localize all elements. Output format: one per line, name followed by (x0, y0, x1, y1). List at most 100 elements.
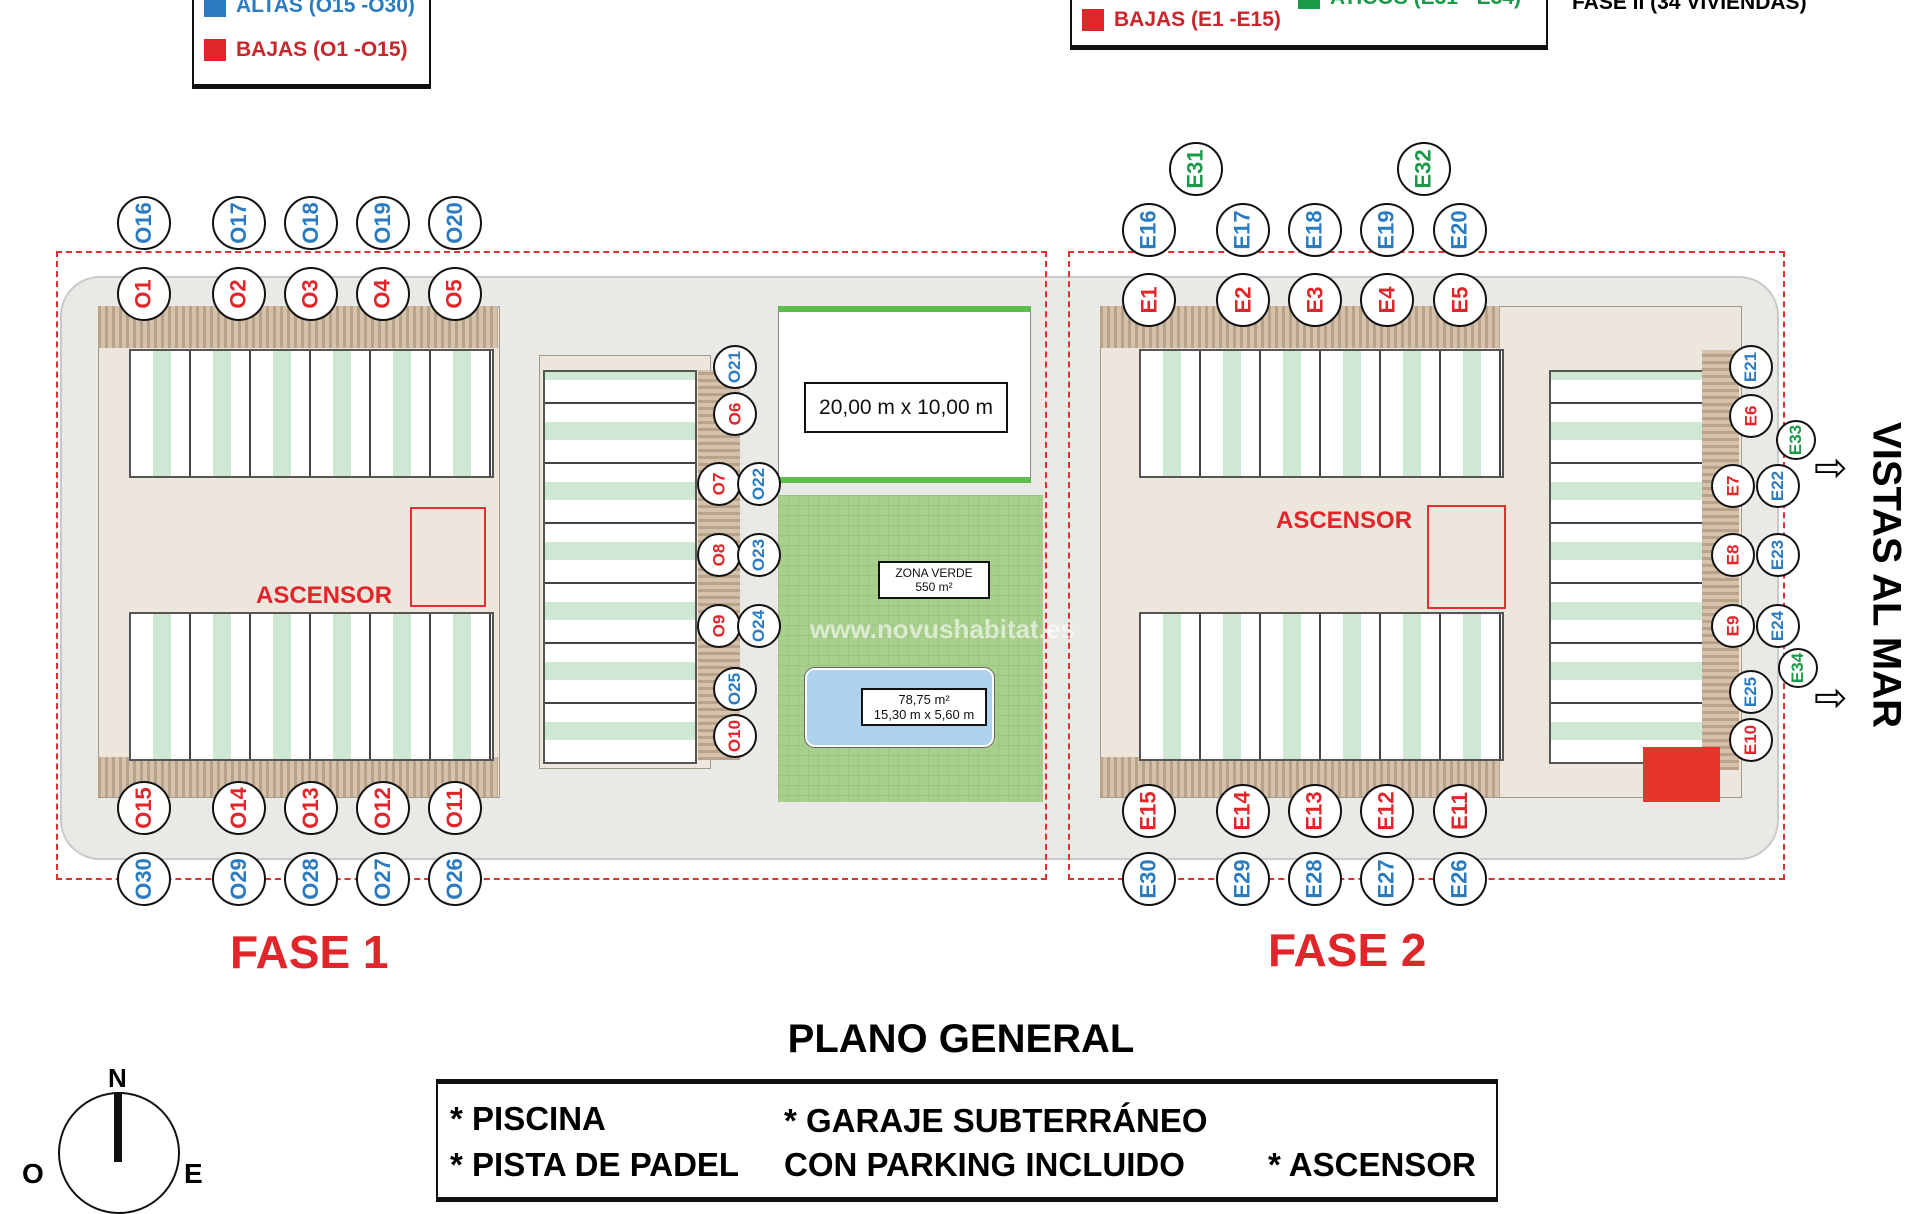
unit-label: O20 (442, 202, 467, 244)
unit-marker-e5: E5 (1433, 273, 1487, 327)
unit-marker-e31: E31 (1169, 142, 1223, 196)
unit-label: O4 (369, 279, 395, 309)
legend-aticos-label: ATICOS (E31 - E34) (1330, 0, 1521, 10)
fase1-units-south (129, 612, 494, 761)
unit-marker-e26: E26 (1433, 852, 1487, 906)
elevator-1 (410, 507, 486, 607)
padel-label: 20,00 m x 10,00 m (804, 382, 1008, 433)
unit-marker-e17: E17 (1216, 203, 1270, 257)
unit-label: E31 (1183, 149, 1208, 189)
legend-altas: ALTAS (O15 -O30) (204, 0, 415, 18)
unit-label: O25 (724, 672, 744, 706)
unit-marker-e2: E2 (1216, 273, 1270, 327)
unit-marker-o2: O2 (212, 267, 266, 321)
unit-label: E34 (1788, 652, 1807, 684)
unit-label: O29 (226, 858, 251, 900)
unit-marker-e19: E19 (1360, 203, 1414, 257)
unit-label: O3 (297, 279, 323, 309)
fase1-label: FASE 1 (230, 926, 389, 978)
unit-label: O6 (725, 402, 744, 426)
zona-verde-title: ZONA VERDE (895, 566, 973, 580)
unit-marker-o1: O1 (117, 267, 171, 321)
fase1-units-north (129, 349, 494, 478)
unit-marker-o11: O11 (428, 781, 482, 835)
feature-piscina: * PISCINA (450, 1100, 606, 1137)
unit-label: E2 (1229, 286, 1255, 314)
unit-marker-e30: E30 (1122, 852, 1176, 906)
compass-o: O (22, 1158, 44, 1189)
unit-marker-e33: E33 (1776, 420, 1816, 460)
unit-marker-o22: O22 (737, 462, 781, 506)
bajas-swatch (1082, 9, 1104, 31)
unit-marker-o25: O25 (713, 667, 757, 711)
unit-label: E11 (1447, 792, 1472, 830)
legend-fase1: ALTAS (O15 -O30) BAJAS (O1 -O15) (192, 0, 431, 89)
unit-marker-o30: O30 (117, 852, 171, 906)
compass-n: N (108, 1063, 127, 1093)
unit-marker-o15: O15 (117, 781, 171, 835)
arrow-right-icon: ⇨ (1814, 446, 1848, 490)
unit-label: O22 (748, 467, 768, 501)
unit-marker-o9: O9 (697, 604, 741, 648)
pool-dims: 15,30 m x 5,60 m (873, 707, 975, 722)
fase2-units-south (1139, 612, 1504, 761)
unit-label: O1 (130, 279, 156, 309)
legend-bajas-e: BAJAS (E1 -E15) (1082, 8, 1281, 32)
legend-bajas-e-label: BAJAS (E1 -E15) (1114, 8, 1281, 31)
elevator-2 (1427, 505, 1506, 609)
unit-marker-e27: E27 (1360, 852, 1414, 906)
unit-label: E15 (1136, 791, 1161, 831)
unit-marker-e13: E13 (1288, 784, 1342, 838)
unit-marker-e1: E1 (1122, 273, 1176, 327)
unit-marker-o27: O27 (356, 852, 410, 906)
unit-label: O26 (442, 858, 467, 900)
unit-marker-o14: O14 (212, 781, 266, 835)
unit-label: O23 (748, 538, 768, 572)
unit-marker-o12: O12 (356, 781, 410, 835)
unit-label: E28 (1302, 859, 1327, 899)
legend-bajas: BAJAS (O1 -O15) (204, 38, 408, 62)
unit-marker-o6: O6 (713, 392, 757, 436)
unit-label: E21 (1741, 351, 1760, 383)
feature-parking: CON PARKING INCLUIDO (784, 1146, 1185, 1183)
watermark: www.novushabitat.es (810, 614, 1075, 644)
unit-label: E13 (1302, 791, 1327, 831)
green-zone (778, 495, 1043, 802)
red-room (1643, 747, 1720, 802)
unit-marker-e14: E14 (1216, 784, 1270, 838)
bajas-swatch (204, 39, 226, 61)
unit-marker-o19: O19 (356, 196, 410, 250)
unit-marker-o23: O23 (737, 533, 781, 577)
unit-label: O24 (748, 609, 768, 643)
unit-marker-e29: E29 (1216, 852, 1270, 906)
unit-marker-e10: E10 (1729, 718, 1773, 762)
unit-marker-e3: E3 (1288, 273, 1342, 327)
unit-marker-o26: O26 (428, 852, 482, 906)
unit-marker-o4: O4 (356, 267, 410, 321)
zona-verde-area: 550 m² (915, 580, 953, 594)
unit-marker-o10: O10 (713, 714, 757, 758)
legend-fase2: BAJAS (E1 -E15) ATICOS (E31 - E34) (1070, 0, 1548, 50)
fase2-units-east (1549, 370, 1706, 764)
unit-label: E19 (1374, 210, 1399, 250)
arrow-right-icon: ⇨ (1814, 676, 1848, 720)
unit-marker-o24: O24 (737, 604, 781, 648)
unit-marker-e4: E4 (1360, 273, 1414, 327)
unit-label: E22 (1768, 470, 1787, 502)
compass-needle (114, 1092, 122, 1162)
padel-dims: 20,00 m x 10,00 m (819, 395, 993, 419)
unit-label: O30 (131, 858, 156, 900)
unit-label: E26 (1447, 859, 1472, 899)
unit-label: E32 (1411, 149, 1436, 189)
ascensor-label-2: ASCENSOR (1276, 507, 1413, 534)
unit-label: E25 (1741, 676, 1760, 708)
unit-label: O19 (370, 202, 395, 244)
unit-marker-e21: E21 (1729, 345, 1773, 389)
unit-label: O8 (709, 543, 728, 567)
feature-padel: * PISTA DE PADEL (450, 1146, 740, 1183)
unit-marker-e24: E24 (1756, 604, 1800, 648)
vistas-al-mar-label: VISTAS AL MAR (1864, 422, 1909, 728)
unit-marker-e12: E12 (1360, 784, 1414, 838)
unit-marker-o16: O16 (117, 196, 171, 250)
